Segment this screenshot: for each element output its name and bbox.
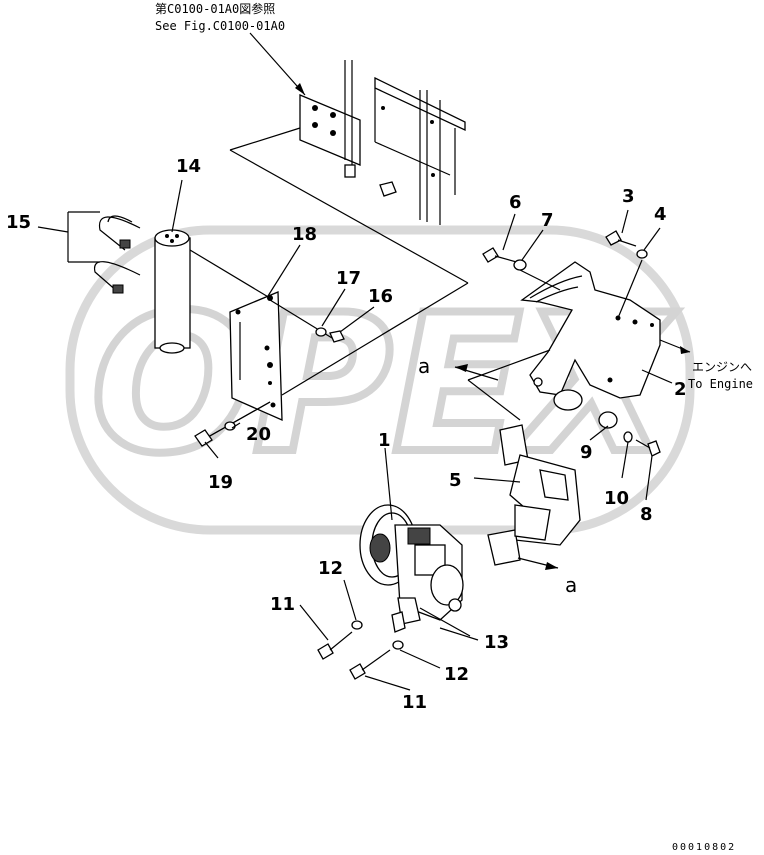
label-part-16: 16 [368,286,393,307]
u-bolts [93,215,141,294]
label-part-20: 20 [246,424,271,445]
view-marker-upper: a [418,354,430,378]
view-marker-lower: a [565,573,577,597]
compressor-support-bracket [467,349,581,566]
label-part-14: 14 [176,156,201,177]
nut-washer-16-17 [269,299,345,343]
label-part-9: 9 [580,442,593,463]
view-arrow-upper: a [418,354,499,381]
label-part-7: 7 [541,210,554,231]
label-part-1: 1 [378,430,391,451]
reference-leader [249,32,306,96]
bracket-plate [229,291,283,422]
label-part-12-upper: 12 [318,558,343,579]
label-part-15: 15 [6,212,31,233]
label-part-8: 8 [640,504,653,525]
label-part-13: 13 [484,632,509,653]
label-part-5: 5 [449,470,462,491]
leader-lines [37,179,673,691]
label-part-10: 10 [604,488,629,509]
label-part-11-upper: 11 [270,594,295,615]
compressor-bracket [520,261,691,411]
cab-frame [229,60,469,396]
bolts-3-6 [482,230,648,319]
to-engine-jp: エンジンへ [692,360,752,374]
receiver-drier [154,229,271,354]
label-part-18: 18 [292,224,317,245]
spacer-washer-bolt-8-9-10 [598,411,661,457]
to-engine-en: To Engine [688,377,753,391]
reference-arrowhead [295,83,305,95]
label-part-12-lower: 12 [444,664,469,685]
label-part-2: 2 [674,379,687,400]
label-part-3: 3 [622,186,635,207]
label-part-19: 19 [208,472,233,493]
view-arrow-lower: a [517,557,577,597]
reference-en: See Fig.C0100-01A0 [155,19,285,33]
label-part-11-lower: 11 [402,692,427,713]
label-part-4: 4 [654,204,667,225]
label-part-6: 6 [509,192,522,213]
reference-jp: 第C0100-01A0図参照 [155,1,275,16]
label-part-17: 17 [336,268,361,289]
compressor-bolts [317,620,404,680]
drawing-number: 00010802 [672,842,736,853]
compressor [359,504,471,637]
